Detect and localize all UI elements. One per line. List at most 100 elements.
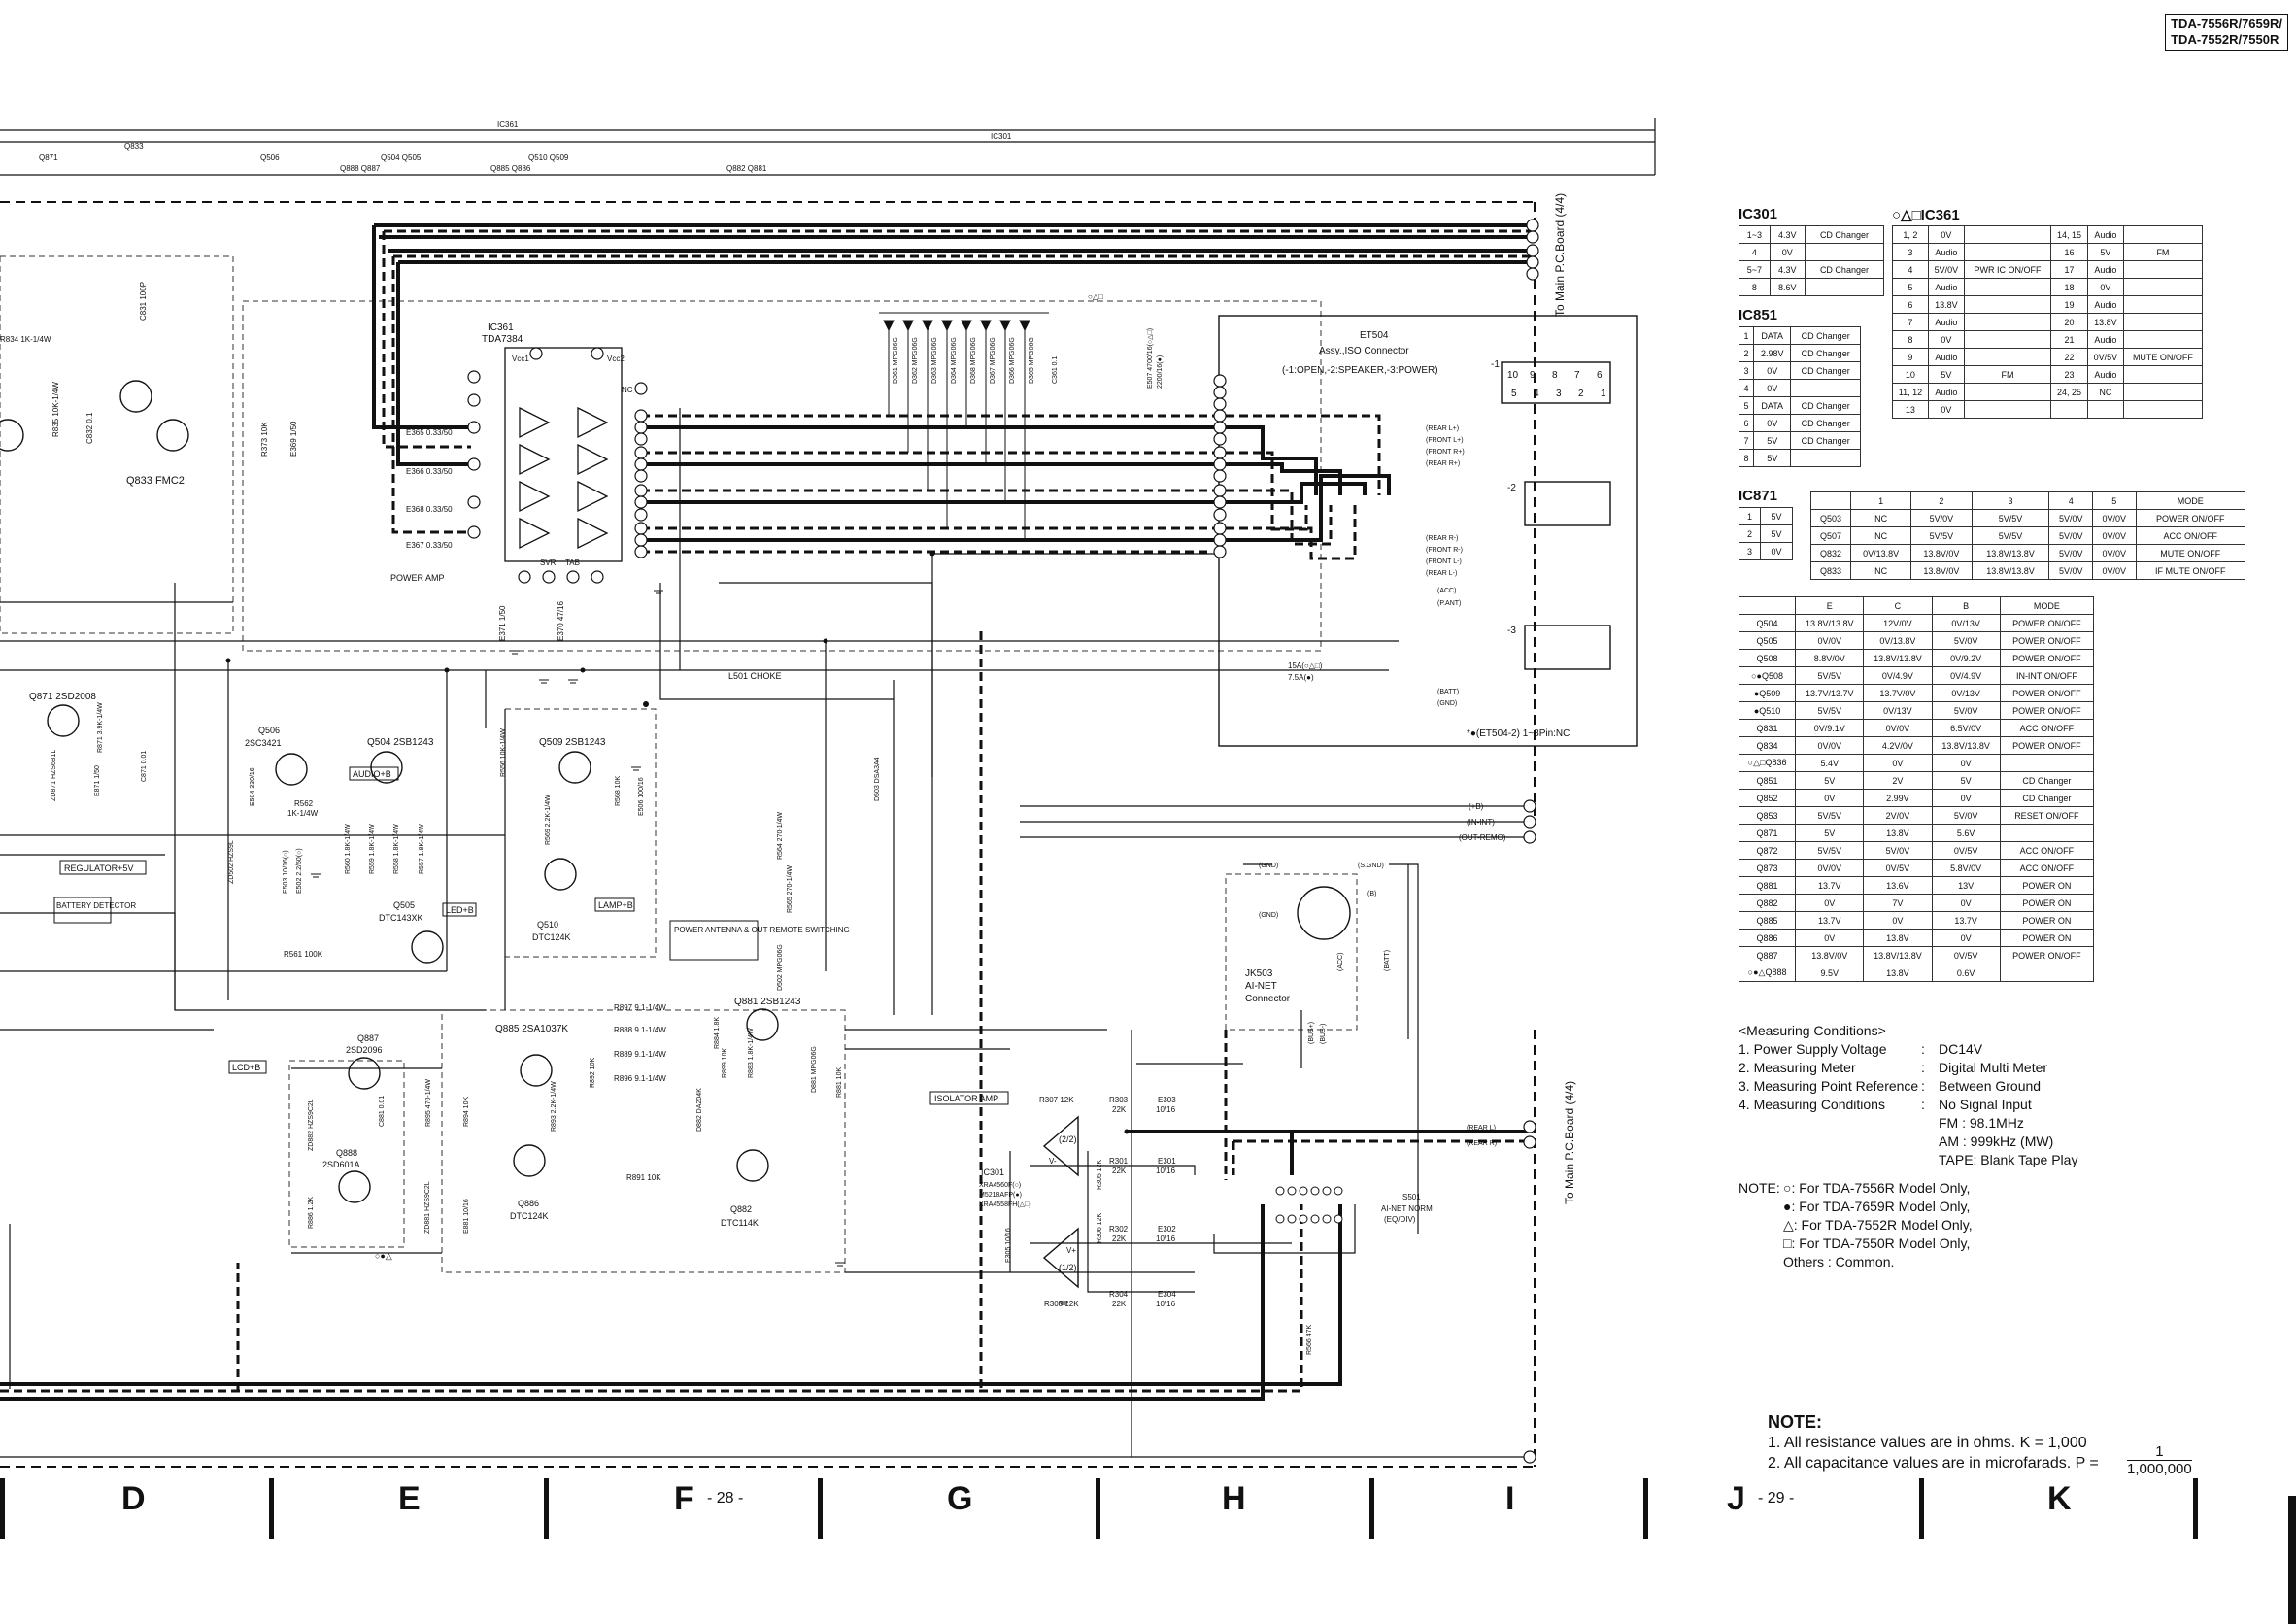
ic871-cell: 3 <box>1971 491 2050 510</box>
ic361-cell <box>2122 365 2204 384</box>
transistor-cell: POWER ON/OFF <box>1999 649 2095 667</box>
transistor-cell: 13.7V/13.7V <box>1795 684 1865 702</box>
bottom-note-line-1: 1. All resistance values are in ohms. K … <box>1768 1435 2087 1451</box>
ic871-pin-cell: 0V <box>1760 542 1793 560</box>
board-boundary <box>0 201 1536 1468</box>
transistor-cell: 0V/13V <box>1931 684 2001 702</box>
zd882-label: ZD882 HZS9C2L <box>308 1099 315 1151</box>
transistor-cell: 5.6V <box>1931 824 2001 842</box>
power-amp-label: POWER AMP <box>390 573 445 583</box>
page-number-29: - 29 - <box>1758 1490 1795 1506</box>
rear-l-plus: (REAR L+) <box>1426 425 1459 432</box>
transistor-cell: 0V/9.2V <box>1931 649 2001 667</box>
ic361-cell <box>1963 313 2052 331</box>
transistor-cell: 4.2V/0V <box>1863 736 1933 755</box>
ic361-cell <box>1963 295 2052 314</box>
e302-value: 10/16 <box>1156 1235 1176 1243</box>
transistor-cell: POWER ON <box>1999 876 2095 895</box>
ic871-cell: 1 <box>1850 491 1912 510</box>
ic301-cell <box>1804 243 1885 261</box>
front-r-minus: (FRONT R-) <box>1426 547 1463 554</box>
ic871-cell: Q832 <box>1809 544 1852 562</box>
vcc2-label: Vcc2 <box>607 355 625 363</box>
transistor-cell: Q881 <box>1738 876 1797 895</box>
transistor-cell: 5V/5V <box>1795 841 1865 860</box>
r565-label: R565 270-1/4W <box>787 865 793 913</box>
ic361-cell: Audio <box>1927 348 1965 366</box>
pin-5: 5 <box>1511 389 1517 399</box>
transistor-cell: Q887 <box>1738 946 1797 964</box>
ic361-cell <box>1963 225 2052 244</box>
measuring-item-part: : <box>1921 1097 1925 1112</box>
transistor-cell: 13.8V <box>1863 929 1933 947</box>
ic871-cell: MODE <box>2135 491 2246 510</box>
ic361-cell: 10 <box>1892 365 1929 384</box>
e370-label: E370 47/16 <box>557 601 565 641</box>
measuring-item-part: 4. Measuring Conditions <box>1739 1097 1885 1112</box>
transistor-cell: ●Q509 <box>1738 684 1797 702</box>
ic361-cell: FM <box>1963 365 2052 384</box>
lamp-b-label: LAMP+B <box>598 900 633 910</box>
transistor-cell <box>1999 964 2095 982</box>
q505-part: DTC143XK <box>379 913 423 923</box>
ic361-cell: 5 <box>1892 278 1929 296</box>
r303-label: R303 <box>1109 1096 1129 1104</box>
q505-label: Q505 <box>393 900 415 910</box>
transistor-cell: 0V/4.9V <box>1931 666 2001 685</box>
diode-3: D363 MPG06G <box>931 337 938 384</box>
ic851-cell: 0V <box>1753 414 1792 432</box>
ic361-part: TDA7384 <box>482 334 523 345</box>
bottom-note-line-2: 2. All capacitance values are in microfa… <box>1768 1455 2099 1472</box>
ic361-cell: Audio <box>2086 260 2124 279</box>
ic361-cell: 24, 25 <box>2050 383 2088 401</box>
e304-value: 10/16 <box>1156 1300 1176 1308</box>
top-label-ic361: IC361 <box>497 120 519 129</box>
ic361-cell <box>2122 225 2204 244</box>
r893-label: R893 2.2K-1/4W <box>551 1081 557 1132</box>
ic871-cell: 13.8V/0V <box>1910 561 1973 580</box>
r302-value: 22K <box>1112 1235 1127 1243</box>
transistor-cell: 2.99V <box>1863 789 1933 807</box>
ic361-cell: 0V <box>1927 400 1965 419</box>
ic361-cell: 5V/0V <box>1927 260 1965 279</box>
jk-gnd: (GND) <box>1259 863 1278 869</box>
transistor-cell: 0V/5V <box>1863 859 1933 877</box>
ic361-cell: 0V <box>1927 225 1965 244</box>
q506-label: Q506 <box>258 726 280 735</box>
ic871-cell: ACC ON/OFF <box>2135 526 2246 545</box>
ic871-cell: Q833 <box>1809 561 1852 580</box>
column-letter-f: F <box>674 1480 694 1517</box>
e302-label: E302 <box>1158 1225 1176 1234</box>
ic361-cell: 4 <box>1892 260 1929 279</box>
r886-label: R886 1.2K <box>308 1197 315 1229</box>
ic851-cell <box>1790 379 1861 397</box>
measuring-item-part <box>1921 1114 1939 1133</box>
q881-label: Q881 2SB1243 <box>734 997 801 1007</box>
ic871-cell: 5V/5V <box>1971 509 2050 527</box>
ic361-cell: 9 <box>1892 348 1929 366</box>
transistor-cell: Q834 <box>1738 736 1797 755</box>
r307-label: R307 12K <box>1039 1096 1074 1104</box>
tab-label: TAB <box>565 558 580 567</box>
measuring-item-part: : <box>1921 1041 1925 1057</box>
transistor-cell: 13.8V <box>1863 824 1933 842</box>
ic871-cell: 5V/0V <box>2048 509 2093 527</box>
measuring-item-part: 2. Measuring Meter <box>1739 1060 1856 1075</box>
r304-label: R304 <box>1109 1290 1129 1299</box>
transistor-cell: 0V/13.8V <box>1863 631 1933 650</box>
ic301-cell: CD Changer <box>1804 225 1885 244</box>
ic361-cell <box>1963 278 2052 296</box>
measuring-item: FM : 98.1MHz <box>1739 1114 2146 1133</box>
r894-label: R894 10K <box>463 1097 470 1127</box>
transistor-cell: 12V/0V <box>1863 614 1933 632</box>
